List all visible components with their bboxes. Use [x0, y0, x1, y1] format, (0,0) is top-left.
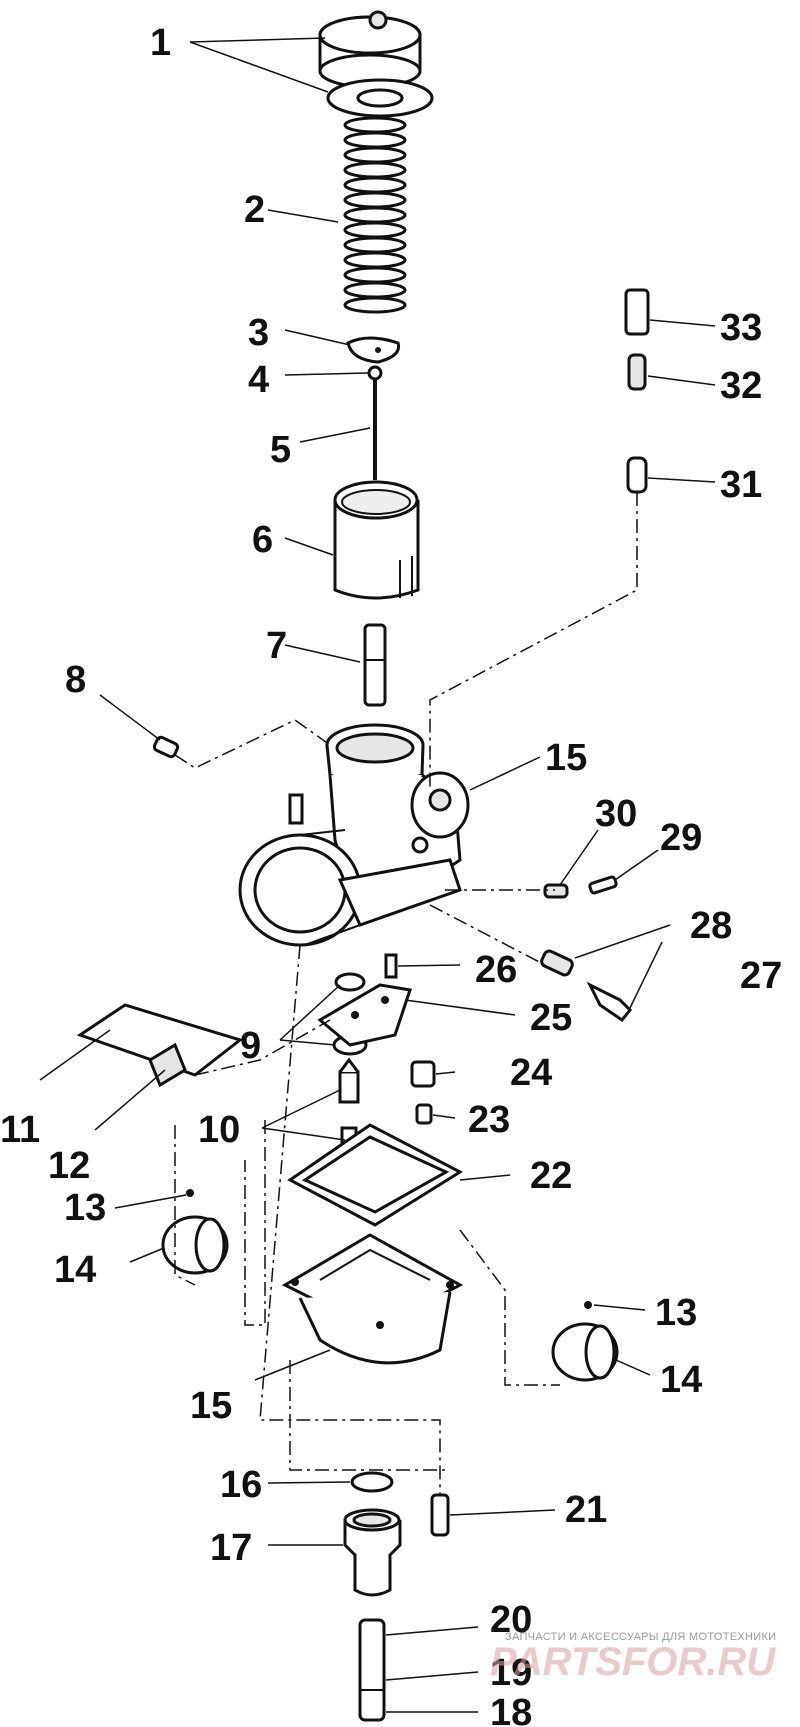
- leader-lines: [39, 37, 716, 1713]
- part-plug: [152, 735, 180, 759]
- callout-9: 9: [240, 1025, 261, 1067]
- callout-20: 20: [490, 1599, 532, 1641]
- callout-25: 25: [530, 997, 572, 1039]
- part-plate: [317, 983, 412, 1047]
- part-fitting-33: [624, 288, 650, 336]
- callout-13b: 13: [655, 1292, 697, 1334]
- callout-32: 32: [720, 365, 762, 407]
- callout-4: 4: [248, 359, 269, 401]
- callout-1: 1: [150, 22, 171, 64]
- spring-coil: [343, 176, 407, 194]
- part-washer: [326, 78, 434, 118]
- callout-29: 29: [660, 817, 702, 859]
- callout-16: 16: [220, 1464, 262, 1506]
- part-spring-30: [543, 883, 569, 899]
- part-float-left: [161, 1189, 229, 1275]
- part-throttle-slide: [333, 480, 420, 600]
- callout-30: 30: [595, 793, 637, 835]
- part-spring-32: [627, 353, 647, 391]
- part-spring-28: [540, 949, 574, 977]
- part-screw-29: [588, 875, 618, 895]
- center-lines: [174, 492, 638, 1495]
- callout-8: 8: [65, 659, 86, 701]
- callout-26: 26: [475, 949, 517, 991]
- callout-14b: 14: [660, 1359, 702, 1401]
- part-e-ring: [367, 365, 383, 381]
- part-screw-27: [586, 981, 633, 1023]
- callouts: 1 2 3 4 5 6 7 8 9 10 11 12 13 14 13 14 1…: [0, 22, 782, 1727]
- spring-coil: [343, 146, 407, 164]
- spring-coil: [343, 221, 407, 239]
- spring-coil: [343, 116, 407, 134]
- part-jets: [338, 1057, 360, 1158]
- callout-13a: 13: [64, 1187, 106, 1229]
- part-drain-plug: [343, 1508, 402, 1597]
- part-needle-jet: [363, 623, 387, 707]
- spring-coil: [343, 131, 407, 149]
- spring-coil: [343, 266, 407, 284]
- callout-24: 24: [510, 1052, 552, 1094]
- part-carburetor-body: [238, 723, 470, 947]
- callout-5: 5: [270, 429, 291, 471]
- spring-coil: [343, 161, 407, 179]
- callout-15b: 15: [190, 1385, 232, 1427]
- spring-coil: [343, 251, 407, 269]
- part-float-right: [551, 1301, 619, 1382]
- callout-17: 17: [210, 1527, 252, 1569]
- callout-21: 21: [565, 1489, 607, 1531]
- part-screw-21: [430, 1493, 450, 1537]
- callout-3: 3: [248, 312, 269, 354]
- callout-22: 22: [530, 1155, 572, 1197]
- callout-27: 27: [740, 955, 782, 997]
- part-float-bowl: [281, 1233, 464, 1365]
- part-cap: [318, 10, 422, 89]
- callout-19: 19: [490, 1652, 532, 1694]
- spring-coil: [343, 236, 407, 254]
- callout-23: 23: [468, 1099, 510, 1141]
- callout-18: 18: [490, 1692, 532, 1727]
- callout-7: 7: [266, 625, 287, 667]
- watermark-tagline: ЗАПЧАСТИ И АКСЕССУАРЫ ДЛЯ МОТОТЕХНИКИ: [505, 1631, 776, 1643]
- spring-coil: [343, 191, 407, 209]
- callout-28: 28: [690, 905, 732, 947]
- part-drain-gasket: [350, 1471, 394, 1493]
- part-tube: [358, 1618, 386, 1722]
- callout-15a: 15: [545, 737, 587, 779]
- watermark-logo: PARTSFOR.RU: [490, 1640, 776, 1684]
- part-spring: [343, 116, 407, 314]
- part-float-valve: [410, 1060, 436, 1088]
- callout-2: 2: [244, 189, 265, 231]
- callout-12: 12: [48, 1145, 90, 1187]
- callout-14a: 14: [54, 1249, 96, 1291]
- callout-11: 11: [0, 1109, 40, 1151]
- spring-coil: [343, 281, 407, 299]
- callout-33: 33: [720, 307, 762, 349]
- callout-6: 6: [252, 519, 273, 561]
- spring-coil: [343, 206, 407, 224]
- callout-10: 10: [198, 1109, 240, 1151]
- part-valve-seat: [415, 1103, 433, 1125]
- callout-31: 31: [720, 464, 762, 506]
- spring-coil: [343, 296, 407, 314]
- part-fitting-31: [626, 456, 648, 494]
- part-gasket: [287, 1123, 464, 1227]
- part-clip-plate: [346, 336, 401, 364]
- watermark: ЗАПЧАСТИ И АКСЕССУАРЫ ДЛЯ МОТОТЕХНИКИ PA…: [490, 1631, 776, 1684]
- part-screw-26: [384, 953, 398, 979]
